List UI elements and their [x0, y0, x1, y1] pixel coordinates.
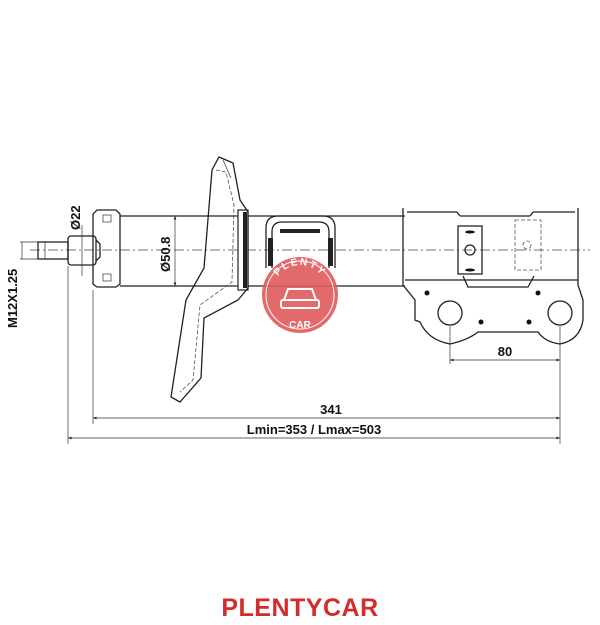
brand-name: PLENTYCAR — [221, 594, 379, 622]
svg-text:CAR: CAR — [289, 320, 311, 331]
plentycar-watermark-logo: PLENTY CAR — [262, 257, 338, 333]
thread-label: M12X1.25 — [5, 269, 20, 328]
rod-diameter-label: Ø22 — [68, 205, 83, 230]
knuckle-bracket — [402, 208, 584, 345]
hole-spacing-label: 80 — [498, 344, 512, 359]
length-label: 341 — [320, 402, 342, 417]
brake-hose-clip — [265, 215, 336, 268]
spring-seat-plate — [170, 156, 249, 403]
piston-rod-thread — [37, 235, 101, 266]
shock-body-tube — [120, 209, 405, 291]
top-cap — [92, 209, 121, 288]
car-icon — [280, 288, 320, 309]
body-diameter-label: Ø50.8 — [158, 237, 173, 272]
stroke-label: Lmin=353 / Lmax=503 — [247, 422, 381, 437]
